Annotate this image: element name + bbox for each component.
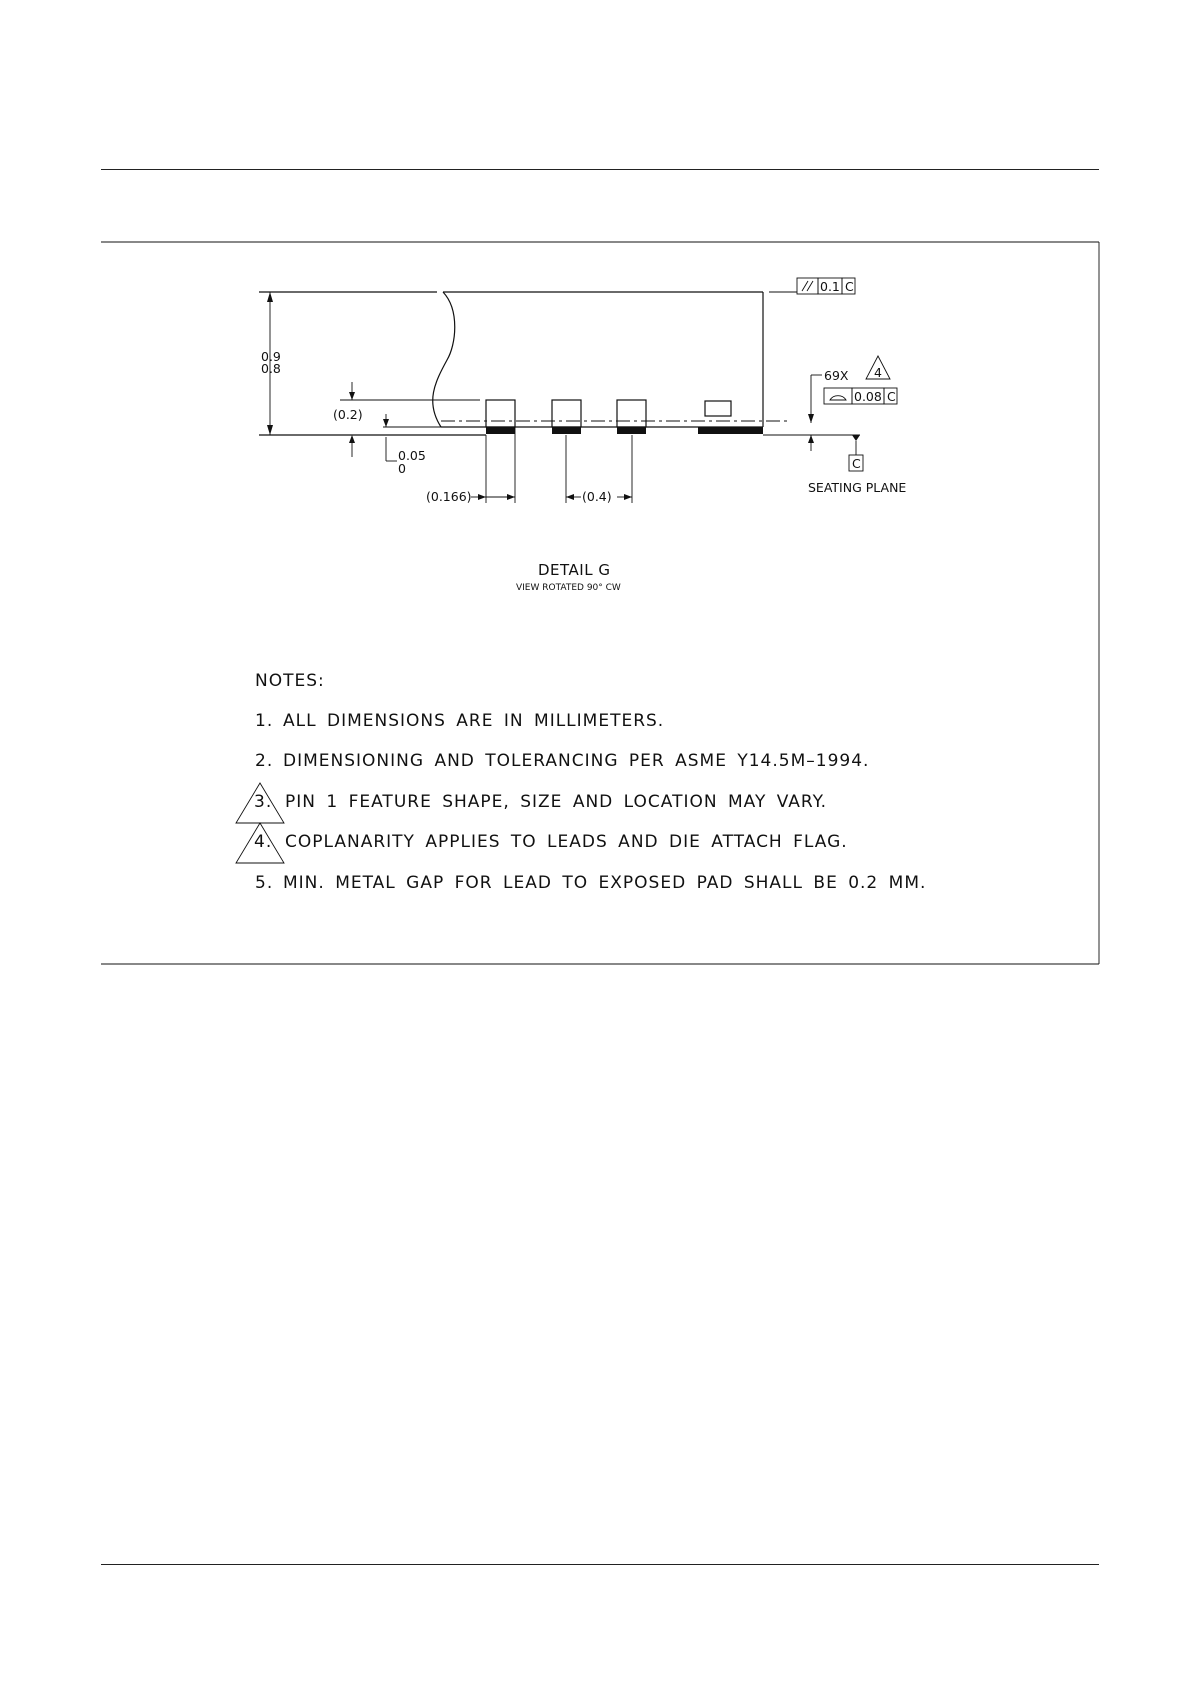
standoff-max: 0.05 [398, 448, 426, 463]
lead-1 [485, 399, 516, 434]
svg-text:DIMENSIONING AND TOLERANCING P: DIMENSIONING AND TOLERANCING PER ASME Y1… [283, 751, 869, 771]
footer-rule [101, 1564, 1099, 1565]
svg-text:COPLANARITY APPLIES TO LEADS A: COPLANARITY APPLIES TO LEADS AND DIE ATT… [285, 832, 848, 852]
datum-label: C [852, 456, 861, 471]
note-flag-icon [235, 822, 285, 864]
height-max: 0.9 [261, 349, 281, 364]
lead-width: (0.166) [426, 489, 472, 504]
seating-plane-label: SEATING PLANE [808, 480, 906, 495]
lead-height-dimension: (0.2) [333, 382, 480, 457]
detail-title: DETAIL G [538, 561, 610, 579]
standoff-min: 0 [398, 461, 406, 476]
seating-plane-datum: C SEATING PLANE [763, 434, 906, 495]
svg-text:3.: 3. [254, 792, 272, 812]
drawing-frame [101, 241, 1100, 965]
note-2: 2. DIMENSIONING AND TOLERANCING PER ASME… [255, 751, 869, 771]
note-4: 4. COPLANARITY APPLIES TO LEADS AND DIE … [235, 822, 848, 864]
standoff-dimension: 0.05 0 [383, 426, 441, 476]
lead-2 [551, 399, 582, 434]
parallelism-datum: C [845, 279, 854, 294]
pitch: (0.4) [582, 489, 612, 504]
lead-height: (0.2) [333, 407, 363, 422]
lead-3 [616, 399, 647, 434]
notes-heading: NOTES: [255, 671, 325, 691]
profile-datum: C [887, 389, 896, 404]
lead-count: 69X [824, 368, 849, 383]
coplanarity-note-ref: 4 [874, 365, 882, 380]
note-4-flag-icon [865, 355, 891, 380]
note-1: 1. ALL DIMENSIONS ARE IN MILLIMETERS. [255, 711, 664, 731]
svg-text:5.: 5. [255, 873, 273, 893]
svg-text:2.: 2. [255, 751, 273, 771]
parallelism-control-frame: 0.1 C [769, 277, 856, 295]
exposed-pad [698, 400, 763, 434]
pitch-dimension: (0.4) [565, 435, 633, 504]
surface-profile-icon [829, 395, 847, 401]
svg-text:MIN. METAL GAP FOR LEAD TO EXP: MIN. METAL GAP FOR LEAD TO EXPOSED PAD S… [283, 873, 926, 893]
svg-text:PIN 1 FEATURE SHAPE, SIZE AND: PIN 1 FEATURE SHAPE, SIZE AND LOCATION M… [285, 792, 827, 812]
profile-value: 0.08 [854, 389, 882, 404]
lead-width-dimension: (0.166) [426, 427, 516, 504]
height-dimension: 0.9 0.8 [261, 292, 281, 435]
svg-text:4.: 4. [254, 832, 272, 852]
note-3: 3. PIN 1 FEATURE SHAPE, SIZE AND LOCATIO… [235, 782, 827, 824]
parallelism-icon [801, 280, 809, 292]
height-min: 0.8 [261, 361, 281, 376]
detail-subtitle: VIEW ROTATED 90° CW [516, 583, 621, 593]
coplanarity-control-frame: 69X 4 0.08 C [808, 355, 898, 451]
parallelism-value: 0.1 [820, 279, 840, 294]
notes-section: NOTES: 1. ALL DIMENSIONS ARE IN MILLIMET… [235, 671, 926, 893]
header-rule [101, 169, 1099, 170]
svg-text:ALL DIMENSIONS ARE IN MILLIMET: ALL DIMENSIONS ARE IN MILLIMETERS. [283, 711, 664, 731]
note-5: 5. MIN. METAL GAP FOR LEAD TO EXPOSED PA… [255, 873, 926, 893]
svg-text:1.: 1. [255, 711, 273, 731]
